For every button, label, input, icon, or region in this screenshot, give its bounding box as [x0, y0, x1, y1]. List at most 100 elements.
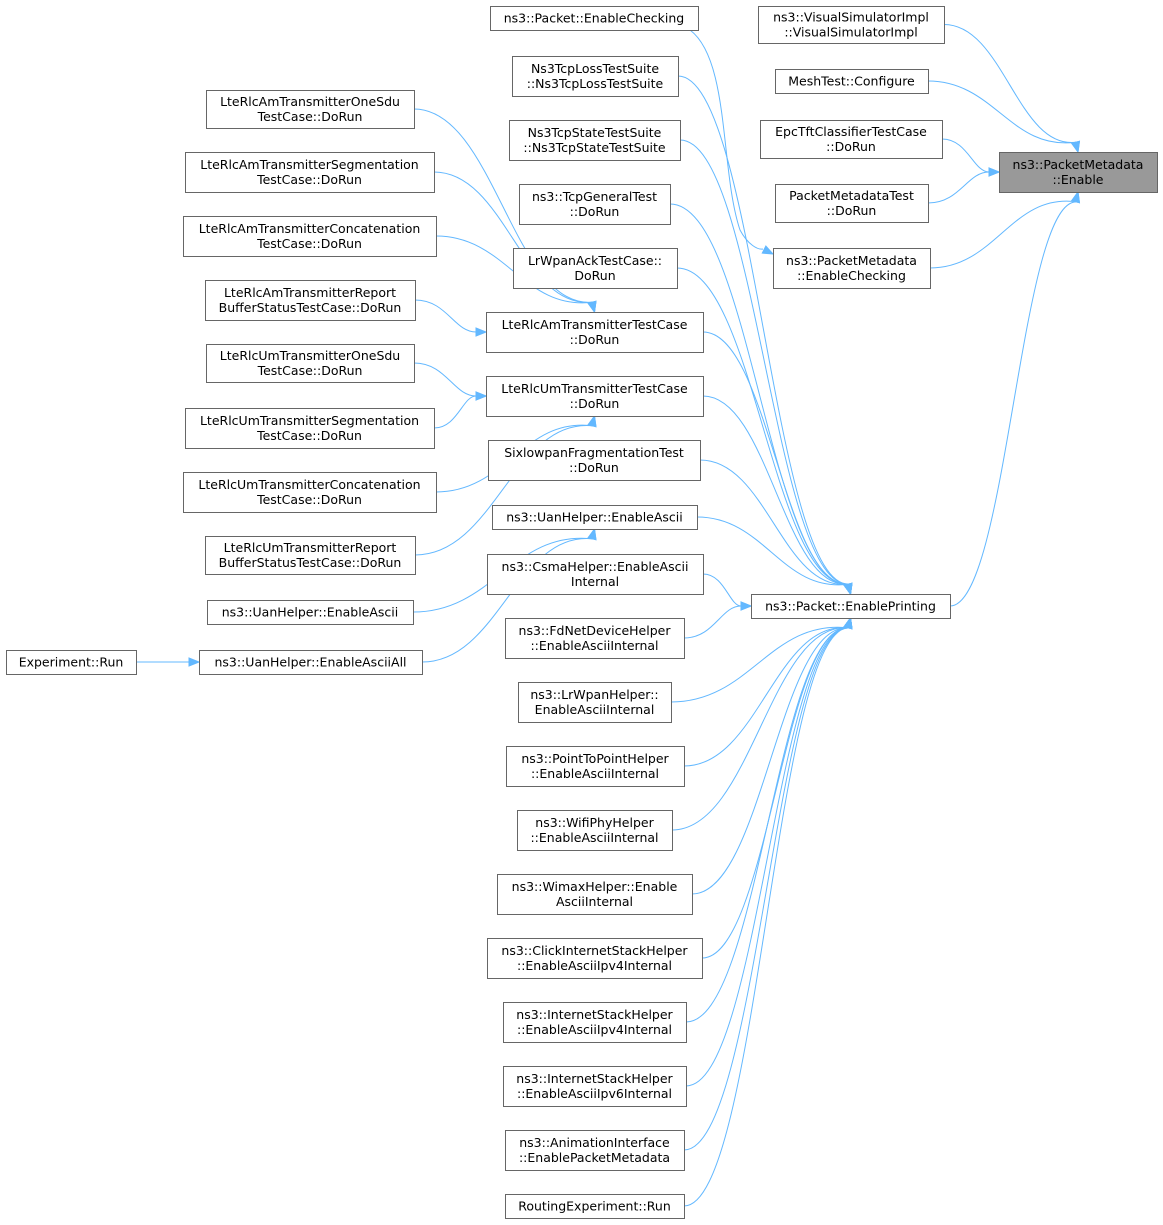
node-label: ns3::WimaxHelper::Enable — [512, 879, 678, 894]
node-um4[interactable]: LteRlcUmTransmitterReportBufferStatusTes… — [205, 536, 416, 575]
arrowhead — [740, 601, 753, 611]
edge-um4-to-ltum — [414, 425, 595, 556]
edge-anim-to-pktep — [683, 627, 851, 1151]
node-pmt[interactable]: PacketMetadataTest::DoRun — [775, 184, 929, 223]
node-wifiphy[interactable]: ns3::WifiPhyHelper::EnableAsciiInternal — [517, 810, 673, 851]
node-pktec[interactable]: ns3::Packet::EnableChecking — [490, 6, 699, 31]
node-uaneaall[interactable]: ns3::UanHelper::EnableAsciiAll — [199, 650, 423, 675]
node-box — [503, 1002, 687, 1043]
edge-um1-to-ltum — [413, 362, 477, 397]
edge-csma-to-pktep — [702, 573, 742, 607]
node-label: TestCase::DoRun — [256, 172, 362, 187]
node-box — [492, 505, 698, 530]
node-box — [758, 6, 945, 44]
node-label: TestCase::DoRun — [257, 363, 363, 378]
node-am2[interactable]: LteRlcAmTransmitterSegmentationTestCase:… — [185, 152, 435, 193]
node-click[interactable]: ns3::ClickInternetStackHelper::EnableAsc… — [487, 938, 703, 979]
node-label: PacketMetadataTest — [789, 188, 914, 203]
node-box — [751, 594, 951, 619]
node-am3[interactable]: LteRlcAmTransmitterConcatenationTestCase… — [183, 216, 437, 257]
node-wimax[interactable]: ns3::WimaxHelper::EnableAsciiInternal — [497, 874, 693, 915]
node-label: Internal — [571, 574, 619, 589]
node-box — [512, 56, 679, 97]
node-label: ::EnableAsciiInternal — [530, 830, 658, 845]
edge-lrack-to-pktep — [676, 267, 851, 585]
arrowhead — [188, 657, 201, 667]
node-pmec[interactable]: ns3::PacketMetadata::EnableChecking — [773, 248, 931, 289]
node-box — [775, 184, 929, 223]
node-box — [506, 746, 685, 787]
node-pktep[interactable]: ns3::Packet::EnablePrinting — [751, 594, 951, 619]
node-box — [205, 280, 416, 321]
edge-epc-to-root — [941, 138, 990, 173]
node-label: LteRlcAmTransmitterReport — [224, 285, 396, 300]
node-box — [486, 376, 704, 417]
node-label: ns3::CsmaHelper::EnableAscii — [502, 559, 689, 574]
node-label: LteRlcUmTransmitterTestCase — [501, 381, 688, 396]
node-label: ::EnableAsciiInternal — [531, 766, 659, 781]
node-am4[interactable]: LteRlcAmTransmitterReportBufferStatusTes… — [205, 280, 416, 321]
node-um2[interactable]: LteRlcUmTransmitterSegmentationTestCase:… — [185, 408, 435, 449]
node-ish6[interactable]: ns3::InternetStackHelper::EnableAsciiIpv… — [503, 1066, 687, 1107]
node-ltam[interactable]: LteRlcAmTransmitterTestCase::DoRun — [486, 312, 704, 353]
edge-uaneaall-to-uanea1 — [421, 538, 595, 663]
node-uanea2[interactable]: ns3::UanHelper::EnableAscii — [207, 600, 414, 625]
edge-pmec-to-root — [929, 200, 1079, 269]
node-label: ns3::LrWpanHelper:: — [530, 687, 658, 702]
node-csma[interactable]: ns3::CsmaHelper::EnableAsciiInternal — [487, 554, 704, 595]
nodes-layer: ns3::PacketMetadata::Enable ns3::VisualSi… — [6, 6, 1158, 1219]
node-uanea1[interactable]: ns3::UanHelper::EnableAscii — [492, 505, 698, 530]
node-label: LteRlcUmTransmitterConcatenation — [198, 477, 420, 492]
node-mesh[interactable]: MeshTest::Configure — [775, 69, 929, 94]
node-lrwpan[interactable]: ns3::LrWpanHelper::EnableAsciiInternal — [518, 682, 672, 723]
node-label: ::EnableAsciiIpv4Internal — [517, 1022, 672, 1037]
arrowhead — [988, 167, 1001, 177]
node-um3[interactable]: LteRlcUmTransmitterConcatenationTestCase… — [183, 472, 437, 513]
node-label: TestCase::DoRun — [256, 428, 362, 443]
node-lrack[interactable]: LrWpanAckTestCase::DoRun — [513, 248, 678, 289]
arrowhead — [1070, 140, 1081, 154]
node-box — [199, 650, 423, 675]
node-label: TestCase::DoRun — [256, 236, 362, 251]
node-label: ns3::UanHelper::EnableAsciiAll — [214, 655, 406, 670]
node-label: EpcTftClassifierTestCase — [775, 124, 927, 139]
node-label: ns3::AnimationInterface — [519, 1135, 670, 1150]
node-tcpstate[interactable]: Ns3TcpStateTestSuite::Ns3TcpStateTestSui… — [509, 120, 681, 161]
node-vsi[interactable]: ns3::VisualSimulatorImpl::VisualSimulato… — [758, 6, 945, 44]
node-box — [513, 248, 678, 289]
node-routing[interactable]: RoutingExperiment::Run — [505, 1194, 685, 1219]
edge-uanea1-to-pktep — [696, 516, 851, 586]
node-ltum[interactable]: LteRlcUmTransmitterTestCase::DoRun — [486, 376, 704, 417]
arrowhead — [475, 327, 488, 337]
node-exprun[interactable]: Experiment::Run — [6, 650, 137, 675]
edge-p2p-to-pktep — [683, 627, 851, 767]
node-fdnet[interactable]: ns3::FdNetDeviceHelper::EnableAsciiInter… — [505, 618, 685, 659]
node-box — [183, 472, 437, 513]
node-p2p[interactable]: ns3::PointToPointHelper::EnableAsciiInte… — [506, 746, 685, 787]
node-label: LteRlcUmTransmitterReport — [224, 540, 397, 555]
edge-wifiphy-to-pktep — [671, 627, 851, 831]
node-label: ns3::Packet::EnablePrinting — [765, 599, 936, 614]
node-label: ns3::PointToPointHelper — [521, 751, 669, 766]
node-label: EnableAsciiInternal — [535, 702, 655, 717]
node-label: LteRlcAmTransmitterSegmentation — [200, 157, 418, 172]
node-epc[interactable]: EpcTftClassifierTestCase::DoRun — [760, 120, 943, 159]
node-tcpgen[interactable]: ns3::TcpGeneralTest::DoRun — [519, 184, 671, 225]
edge-am4-to-ltam — [414, 299, 477, 333]
node-label: Ns3TcpLossTestSuite — [531, 61, 659, 76]
arrowhead — [843, 582, 853, 596]
node-root[interactable]: ns3::PacketMetadata::Enable — [999, 152, 1158, 193]
node-anim[interactable]: ns3::AnimationInterface::EnablePacketMet… — [505, 1130, 685, 1171]
node-box — [503, 1066, 687, 1107]
edge-ltam-to-pktep — [702, 331, 851, 585]
node-label: ::DoRun — [570, 204, 620, 219]
node-ish4[interactable]: ns3::InternetStackHelper::EnableAsciiIpv… — [503, 1002, 687, 1043]
edges-layer — [136, 24, 1081, 1207]
node-box — [487, 554, 704, 595]
node-sixlow[interactable]: SixlowpanFragmentationTest::DoRun — [488, 440, 701, 481]
node-label: Ns3TcpStateTestSuite — [528, 125, 662, 140]
node-tcploss[interactable]: Ns3TcpLossTestSuite::Ns3TcpLossTestSuite — [512, 56, 679, 97]
